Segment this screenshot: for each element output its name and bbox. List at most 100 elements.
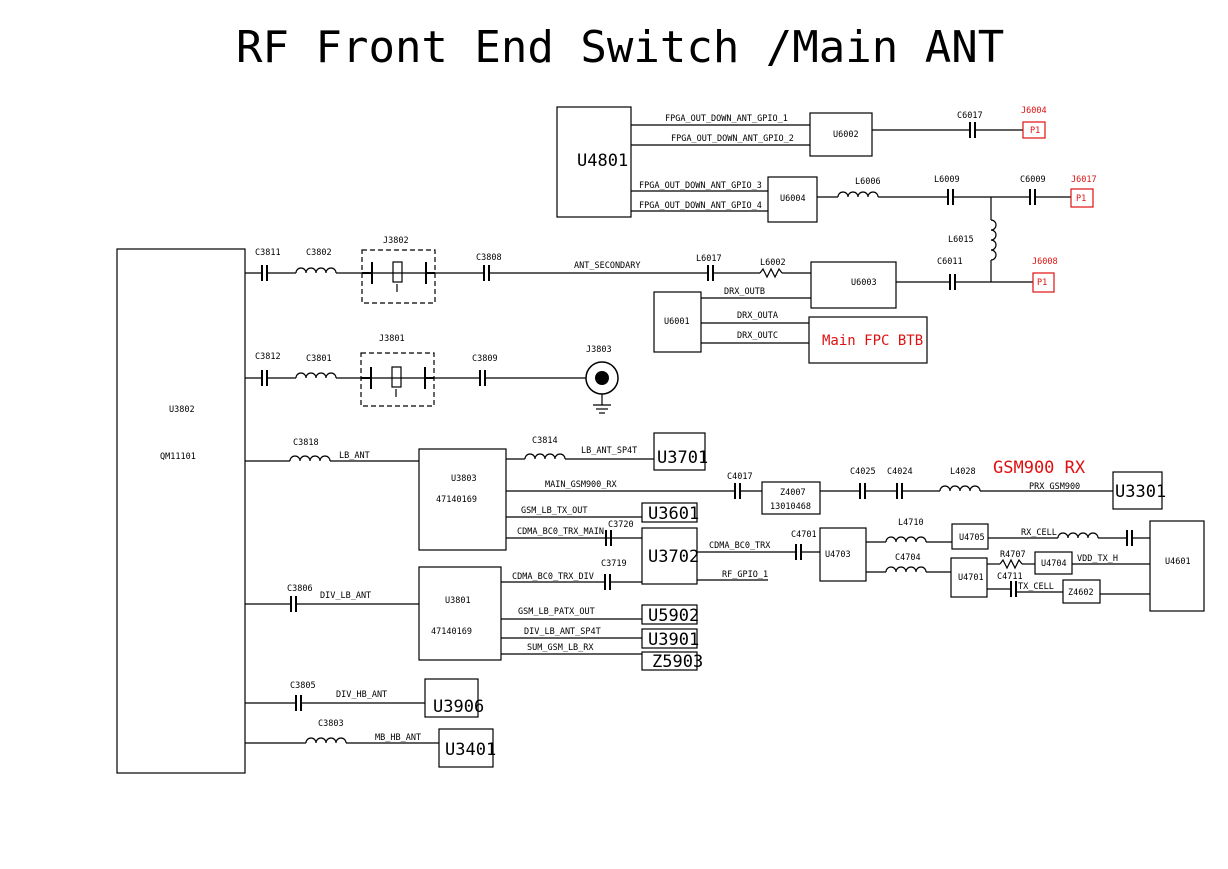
chip-u3702 — [641, 527, 698, 585]
component-l6009 — [947, 189, 954, 205]
capacitor-c3812 — [261, 370, 268, 386]
label-c3805: C3805 — [290, 681, 316, 691]
label-c3719: C3719 — [601, 559, 627, 569]
label-c4704: C4704 — [895, 553, 921, 563]
capacitor-c3719 — [604, 574, 611, 590]
chip-z4602 — [1062, 579, 1101, 604]
resistor-r4707 — [999, 558, 1023, 570]
net-gpio3-label: FPGA_OUT_DOWN_ANT_GPIO_3 — [639, 181, 762, 191]
resistor-l6002 — [759, 267, 783, 279]
net-cdma-bc0-trx-div-label: CDMA_BC0_TRX_DIV — [512, 572, 594, 582]
inductor-c3814 — [524, 453, 566, 460]
label-l6006: L6006 — [855, 177, 881, 187]
chip-u4705 — [951, 523, 989, 550]
chip-u3803 — [418, 448, 507, 551]
label-c3811: C3811 — [255, 248, 281, 258]
chip-u4801 — [556, 106, 632, 218]
chip-u4705-label: U4705 — [959, 533, 985, 543]
net-main-gsm900-rx-label: MAIN_GSM900_RX — [545, 480, 618, 490]
capacitor-c3811 — [261, 265, 268, 281]
label-p1-a: P1 — [1030, 126, 1040, 136]
switch-j3801 — [360, 352, 435, 407]
chip-u6003-label: U6003 — [851, 278, 877, 288]
chip-u6002-label: U6002 — [833, 130, 859, 140]
label-c3818: C3818 — [293, 438, 319, 448]
label-j3802: J3802 — [383, 236, 409, 246]
chip-z5903-label: Z5903 — [652, 652, 703, 672]
chip-u4601-label: U4601 — [1165, 557, 1191, 567]
chip-u3301 — [1112, 471, 1163, 510]
component-l6017 — [707, 265, 714, 281]
connector-j6017 — [1070, 188, 1094, 208]
net-mb-hb-ant-label: MB_HB_ANT — [375, 733, 421, 743]
chip-z5903 — [641, 651, 698, 671]
net-sum-gsm-lb-rx-label: SUM_GSM_LB_RX — [527, 643, 594, 653]
label-l6002: L6002 — [760, 258, 786, 268]
chip-u6002 — [809, 112, 873, 157]
connector-j6004 — [1022, 121, 1046, 139]
chip-u3401-label: U3401 — [445, 740, 496, 760]
chip-u5902 — [641, 604, 698, 625]
label-c3802: C3802 — [306, 248, 332, 258]
net-gsm-lb-patx-out-label: GSM_LB_PATX_OUT — [518, 607, 595, 617]
inductor-c3818 — [289, 455, 331, 462]
label-c4017: C4017 — [727, 472, 753, 482]
net-cdma-bc0-trx-main-label: CDMA_BC0_TRX_MAIN — [517, 527, 604, 537]
chip-u3401 — [438, 728, 494, 768]
capacitor-c3808 — [483, 265, 490, 281]
inductor-rx-cell — [1057, 532, 1099, 539]
capacitor-c4017 — [734, 483, 741, 499]
label-c3808: C3808 — [476, 253, 502, 263]
capacitor-c6011 — [949, 274, 956, 290]
label-l6017: L6017 — [696, 254, 722, 264]
capacitor-c4025 — [859, 483, 866, 499]
connector-main-fpc-btb — [808, 316, 928, 364]
label-c3809: C3809 — [472, 354, 498, 364]
inductor-l6015 — [990, 219, 997, 261]
inductor-l4028 — [939, 485, 981, 492]
chip-u3801-part: 47140169 — [431, 627, 472, 637]
label-l6009: L6009 — [934, 175, 960, 185]
net-gpio4-label: FPGA_OUT_DOWN_ANT_GPIO_4 — [639, 201, 762, 211]
chip-u4801-label: U4801 — [577, 151, 628, 171]
chip-z4007-part: 13010468 — [770, 502, 811, 512]
chip-u3803-part: 47140169 — [436, 495, 477, 505]
label-c4024: C4024 — [887, 467, 913, 477]
capacitor-rx-cell — [1126, 530, 1133, 546]
chip-u4701-label: U4701 — [958, 573, 984, 583]
net-drx-outa-label: DRX_OUTA — [737, 311, 778, 321]
net-vdd-tx-h-label: VDD_TX_H — [1077, 554, 1118, 564]
label-c4025: C4025 — [850, 467, 876, 477]
chip-u6004 — [767, 176, 818, 223]
chip-z4007-label: Z4007 — [780, 488, 806, 498]
inductor-l6006 — [837, 191, 879, 198]
net-drx-outc-label: DRX_OUTC — [737, 331, 778, 341]
label-c3803: C3803 — [318, 719, 344, 729]
label-c4711: C4711 — [997, 572, 1023, 582]
inductor-c3801 — [295, 372, 337, 379]
net-prx-gsm900-label: PRX_GSM900 — [1029, 482, 1080, 492]
chip-u4704 — [1034, 551, 1073, 575]
page-title: RF Front End Switch /Main ANT — [236, 22, 1004, 73]
chip-u3802 — [116, 248, 246, 774]
net-div-hb-ant-label: DIV_HB_ANT — [336, 690, 387, 700]
label-j3801: J3801 — [379, 334, 405, 344]
chip-u6004-label: U6004 — [780, 194, 806, 204]
chip-u3906 — [424, 678, 479, 718]
net-rf-gpio-1-label: RF_GPIO_1 — [722, 570, 768, 580]
coax-connector-j3803 — [585, 361, 619, 414]
chip-u3601-label: U3601 — [648, 504, 699, 524]
net-lb-ant-label: LB_ANT — [339, 451, 370, 461]
label-c3814: C3814 — [532, 436, 558, 446]
connector-j6008 — [1032, 272, 1055, 293]
net-gpio1-label: FPGA_OUT_DOWN_ANT_GPIO_1 — [665, 114, 788, 124]
connector-main-fpc-btb-label: Main FPC BTB — [822, 333, 923, 349]
label-l4028: L4028 — [950, 467, 976, 477]
capacitor-c3805 — [295, 695, 302, 711]
label-c3801: C3801 — [306, 354, 332, 364]
chip-u3801-label: U3801 — [445, 596, 471, 606]
chip-u3601 — [641, 502, 698, 523]
chip-z4602-label: Z4602 — [1068, 588, 1094, 598]
chip-z4007 — [761, 481, 821, 515]
chip-u6001 — [653, 291, 702, 353]
